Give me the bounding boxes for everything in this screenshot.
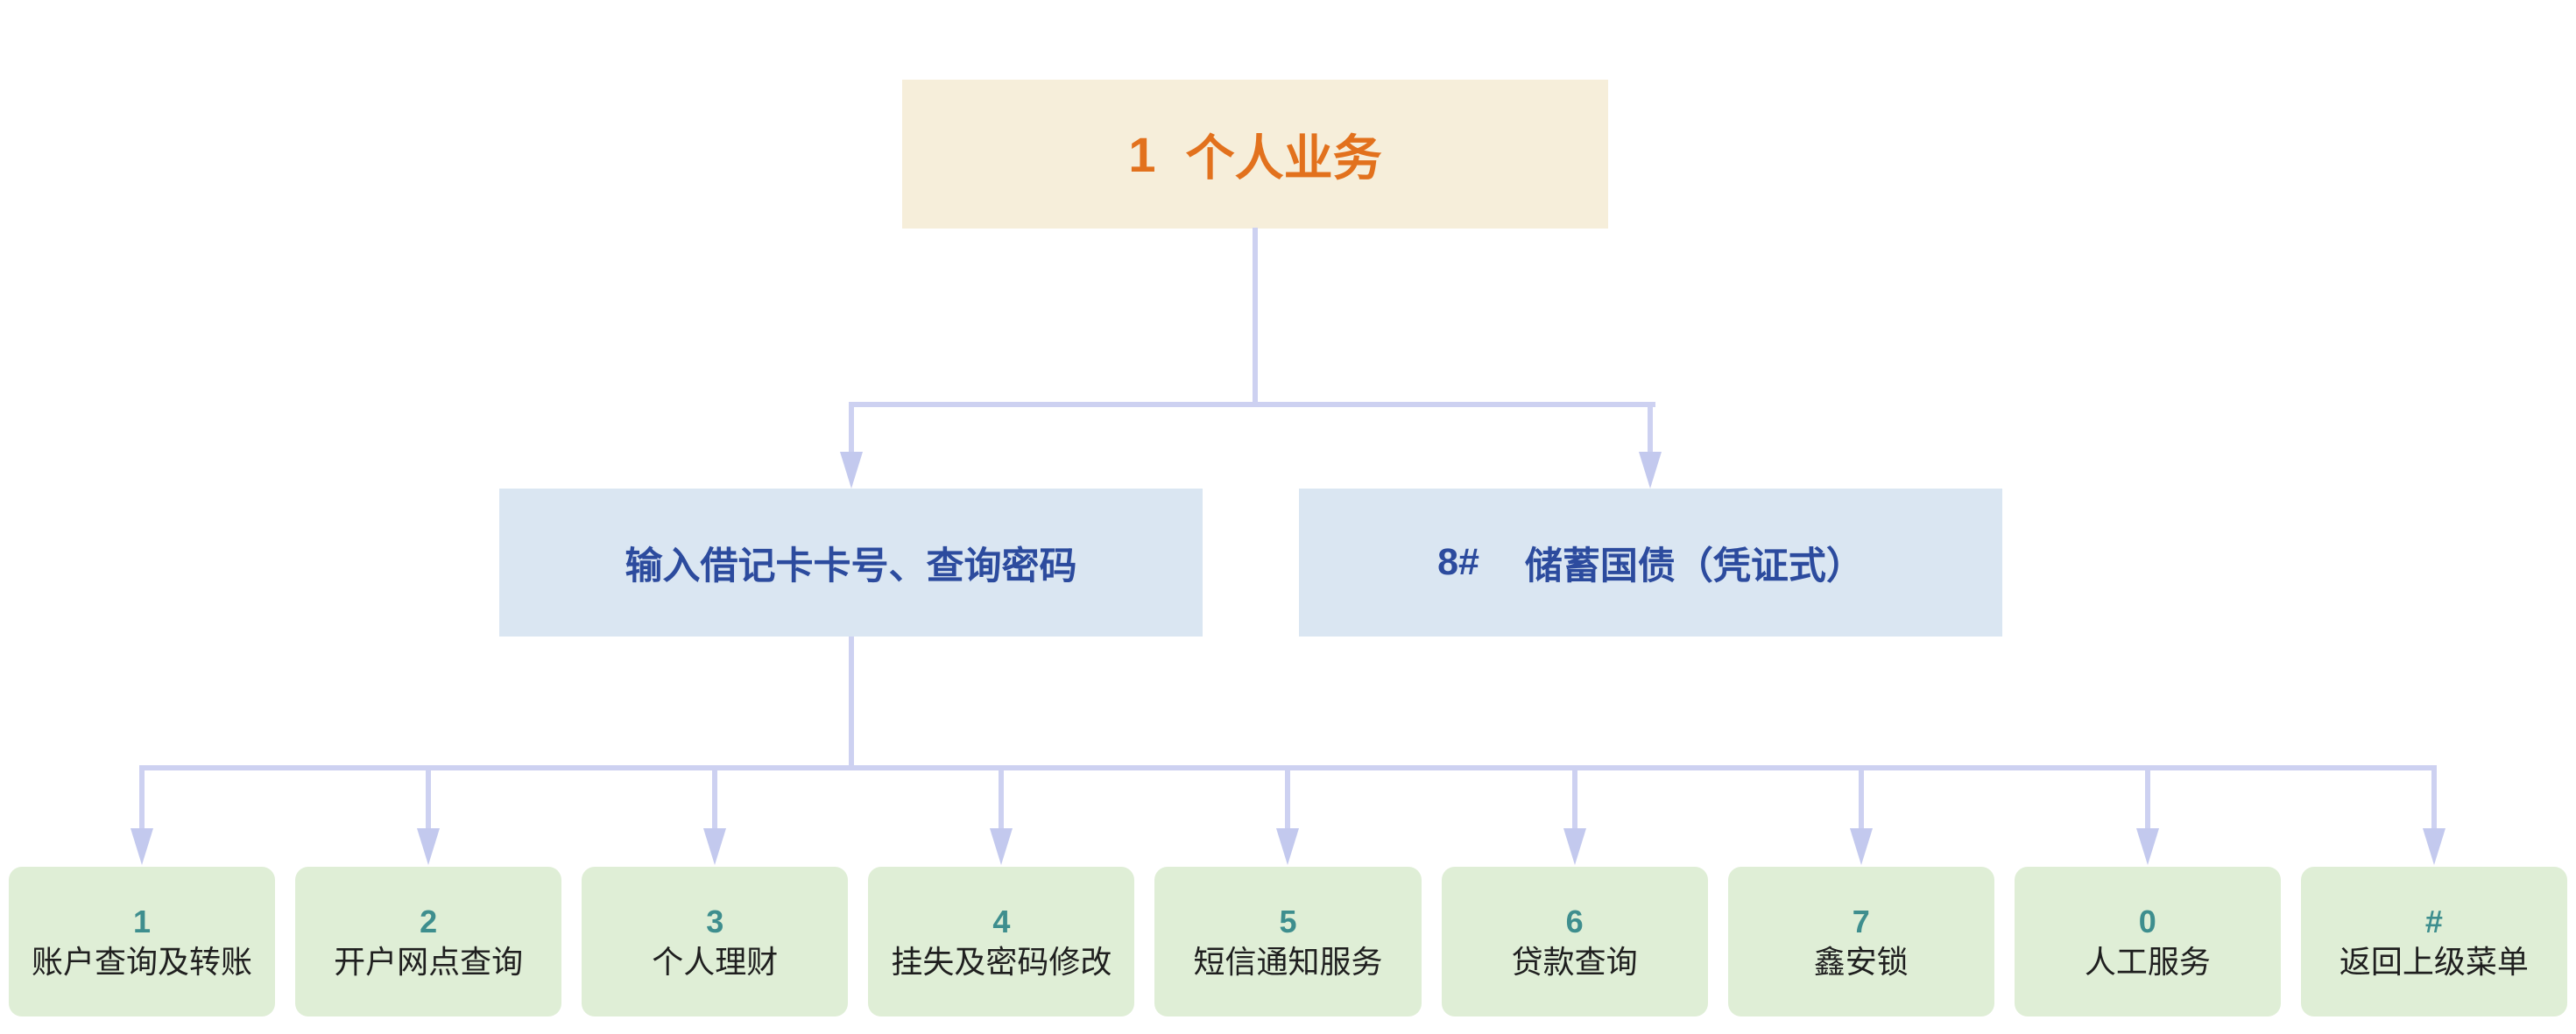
connector-drop: [1571, 765, 1577, 832]
connector-cell: [1728, 765, 1994, 867]
level3-cell: 6 贷款查询: [1441, 765, 1708, 1016]
node-personal-business-key: 1: [1128, 126, 1156, 182]
node-personal-business: 1 个人业务: [902, 80, 1608, 229]
node-key: 7: [1852, 903, 1870, 939]
connector-cell: [582, 765, 848, 867]
connector-level2-to-level3-vertical: [849, 637, 854, 768]
node-key: 2: [420, 903, 438, 939]
arrow-down-icon: [2135, 828, 2159, 865]
node-label: 账户查询及转账: [32, 943, 253, 980]
connector-drop-right: [1648, 402, 1653, 453]
level3-cell: 5 短信通知服务: [1154, 765, 1422, 1016]
node-key: #: [2424, 903, 2443, 939]
arrow-down-icon: [990, 828, 1013, 865]
node-label: 挂失及密码修改: [891, 943, 1112, 980]
node-personal-business-label: 个人业务: [1185, 130, 1382, 186]
node-savings-bonds-key: 8#: [1437, 541, 1479, 583]
arrow-down-icon: [1276, 828, 1300, 865]
arrow-down-icon: [1639, 452, 1662, 489]
level3-cell: 0 人工服务: [2014, 765, 2281, 1016]
node-sms-service: 5 短信通知服务: [1154, 867, 1422, 1016]
arrow-down-icon: [703, 828, 727, 865]
node-savings-bonds: 8# 储蓄国债（凭证式）: [1299, 489, 2002, 637]
connector-drop: [1858, 765, 1864, 832]
node-xin-an-lock: 7 鑫安锁: [1727, 867, 1994, 1016]
node-enter-card-number: 输入借记卡卡号、查询密码: [499, 489, 1203, 637]
arrow-down-icon: [417, 828, 441, 865]
connector-drop: [2144, 765, 2150, 832]
level3-cell: 2 开户网点查询: [295, 765, 562, 1016]
node-branch-inquiry: 2 开户网点查询: [295, 867, 562, 1016]
arrow-down-icon: [2422, 828, 2445, 865]
connector-cell: [2015, 765, 2281, 867]
connector-cell: [2301, 765, 2567, 867]
node-label: 人工服务: [2084, 943, 2211, 980]
arrow-down-icon: [1563, 828, 1586, 865]
node-personal-wealth: 3 个人理财: [582, 867, 849, 1016]
node-return-previous-menu: # 返回上级菜单: [2300, 867, 2567, 1016]
level3-cell: # 返回上级菜单: [2300, 765, 2567, 1016]
connector-drop-left: [849, 402, 854, 453]
node-account-inquiry-transfer: 1 账户查询及转账: [9, 867, 276, 1016]
node-savings-bonds-label: 储蓄国债（凭证式）: [1524, 545, 1864, 587]
connector-drop: [999, 765, 1005, 832]
node-loss-report-password: 4 挂失及密码修改: [868, 867, 1135, 1016]
level3-cell: 1 账户查询及转账: [9, 765, 276, 1016]
connector-drop: [139, 765, 145, 832]
node-loan-inquiry: 6 贷款查询: [1441, 867, 1708, 1016]
arrow-down-icon: [131, 828, 154, 865]
node-label: 返回上级菜单: [2339, 943, 2529, 980]
connector-drop: [426, 765, 432, 832]
connector-level2-horizontal: [849, 402, 1655, 407]
connector-drop: [2431, 765, 2437, 832]
level3-row: 1 账户查询及转账 2 开户网点查询 3 个人理财: [9, 765, 2567, 1016]
connector-drop: [1285, 765, 1291, 832]
node-key: 1: [133, 903, 152, 939]
node-manual-service: 0 人工服务: [2014, 867, 2281, 1016]
level3-cell: 3 个人理财: [582, 765, 849, 1016]
node-key: 4: [992, 903, 1011, 939]
connector-cell: [295, 765, 561, 867]
node-key: 0: [2138, 903, 2156, 939]
level3-cell: 7 鑫安锁: [1727, 765, 1994, 1016]
node-label: 贷款查询: [1511, 943, 1638, 980]
connector-cell: [868, 765, 1134, 867]
node-label: 鑫安锁: [1813, 943, 1909, 980]
connector-cell: [1154, 765, 1421, 867]
level3-cell: 4 挂失及密码修改: [868, 765, 1135, 1016]
node-label: 短信通知服务: [1193, 943, 1383, 980]
node-key: 3: [706, 903, 724, 939]
arrow-down-icon: [840, 452, 863, 489]
arrow-down-icon: [1849, 828, 1873, 865]
connector-cell: [9, 765, 275, 867]
node-key: 5: [1279, 903, 1297, 939]
node-key: 6: [1565, 903, 1584, 939]
connector-root-vertical: [1253, 228, 1258, 404]
connector-cell: [1442, 765, 1708, 867]
connector-drop: [712, 765, 718, 832]
node-label: 个人理财: [652, 943, 779, 980]
node-label: 开户网点查询: [334, 943, 524, 980]
node-enter-card-number-label: 输入借记卡卡号、查询密码: [625, 545, 1077, 587]
